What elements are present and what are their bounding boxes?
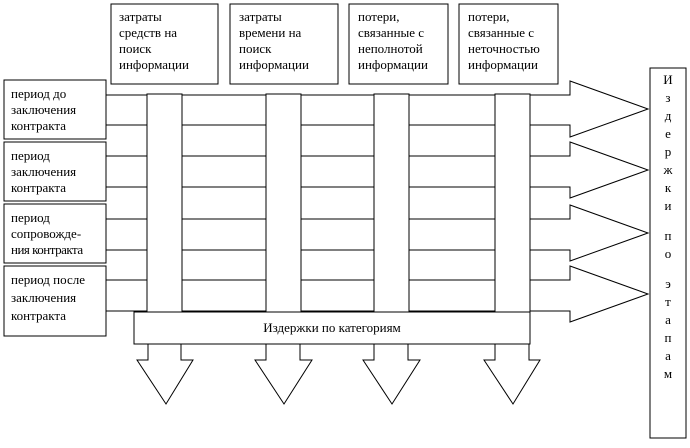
row-header-4-line-1: период после bbox=[11, 272, 85, 287]
column-header-1-line-4: информации bbox=[119, 57, 189, 72]
category-column-1 bbox=[146, 93, 183, 315]
category-column-2 bbox=[265, 93, 302, 315]
column-header-4-line-3: неточностью bbox=[468, 41, 540, 56]
row-header-2-line-1: период bbox=[11, 148, 50, 163]
stage-label-char: т bbox=[665, 294, 671, 309]
stage-label-char: ж bbox=[663, 162, 673, 177]
column-header-box-4 bbox=[458, 3, 559, 85]
down-arrow-1 bbox=[136, 344, 194, 405]
row-header-4-line-3: контракта bbox=[11, 308, 66, 323]
stage-label-char: е bbox=[665, 126, 671, 141]
row-header-3: период сопровожде- ния контракта bbox=[11, 210, 105, 258]
row-header-1-line-1: период до bbox=[11, 86, 67, 101]
row-header-boxes bbox=[3, 79, 107, 337]
column-header-2-line-3: поиск bbox=[239, 41, 272, 56]
column-header-box-2 bbox=[229, 3, 339, 85]
column-header-3-line-2: связанные с bbox=[358, 25, 425, 40]
column-header-1: затраты средств на поиск информации bbox=[119, 9, 219, 73]
row-header-box-4 bbox=[3, 265, 107, 337]
category-column-3 bbox=[373, 93, 410, 315]
row-header-3-line-1: период bbox=[11, 210, 50, 225]
stage-label-char: п bbox=[664, 330, 672, 345]
row-header-3-line-3: ния контракта bbox=[11, 242, 83, 257]
column-header-boxes bbox=[110, 3, 559, 85]
row-header-4-line-2: заключения bbox=[11, 290, 77, 305]
stage-costs-box bbox=[649, 67, 687, 439]
row-header-2-line-2: заключения bbox=[11, 164, 77, 179]
column-header-4-line-4: информации bbox=[468, 57, 538, 72]
stage-label-char: к bbox=[664, 180, 672, 195]
column-header-1-line-2: средств на bbox=[119, 25, 178, 40]
column-header-4-line-1: потери, bbox=[468, 9, 510, 24]
down-arrows bbox=[136, 344, 541, 405]
row-header-1: период до заключения контракта bbox=[11, 86, 105, 134]
category-columns bbox=[146, 93, 531, 315]
stage-label-char: и bbox=[664, 198, 672, 213]
column-header-4: потери, связанные с неточностью информац… bbox=[468, 9, 568, 73]
stage-label-char: п bbox=[664, 228, 672, 243]
column-header-box-3 bbox=[348, 3, 449, 85]
column-header-4-line-2: связанные с bbox=[468, 25, 535, 40]
column-header-3: потери, связанные с неполнотой информаци… bbox=[358, 9, 458, 73]
row-header-box-1 bbox=[3, 79, 107, 140]
stage-label-char: а bbox=[665, 348, 671, 363]
row-header-1-line-2: заключения bbox=[11, 102, 77, 117]
row-header-box-3 bbox=[3, 203, 107, 264]
category-column-4 bbox=[494, 93, 531, 315]
stage-label-char: э bbox=[665, 276, 671, 291]
down-arrow-3 bbox=[362, 344, 421, 405]
stage-label-char: д bbox=[664, 108, 672, 123]
stage-label-char: о bbox=[664, 246, 672, 261]
stage-label-char: з bbox=[665, 90, 671, 105]
column-header-box-1 bbox=[110, 3, 219, 85]
row-header-box-2 bbox=[3, 141, 107, 202]
column-header-2-line-2: времени на bbox=[239, 25, 302, 40]
column-header-2-line-4: информации bbox=[239, 57, 309, 72]
column-header-3-line-3: неполнотой bbox=[358, 41, 423, 56]
stage-label-char: р bbox=[664, 144, 672, 159]
down-arrow-2 bbox=[254, 344, 313, 405]
column-header-1-line-1: затраты bbox=[119, 9, 162, 24]
row-header-4: период после заключения контракта bbox=[11, 272, 105, 324]
row-header-3-line-2: сопровожде- bbox=[11, 226, 82, 241]
down-arrow-4 bbox=[483, 344, 541, 405]
stage-label-char: м bbox=[663, 366, 673, 381]
row-header-2: период заключения контракта bbox=[11, 148, 105, 196]
column-header-1-line-3: поиск bbox=[119, 41, 152, 56]
column-header-3-line-1: потери, bbox=[358, 9, 400, 24]
column-header-3-line-4: информации bbox=[358, 57, 428, 72]
stage-label-char: а bbox=[665, 312, 671, 327]
row-header-1-line-3: контракта bbox=[11, 118, 66, 133]
category-summary-bar bbox=[133, 311, 531, 345]
column-header-2-line-1: затраты bbox=[239, 9, 282, 24]
category-label: Издержки по категориям bbox=[263, 320, 401, 335]
column-header-2: затраты времени на поиск информации bbox=[239, 9, 339, 73]
stage-label-char: И bbox=[663, 72, 673, 87]
row-header-2-line-3: контракта bbox=[11, 180, 66, 195]
